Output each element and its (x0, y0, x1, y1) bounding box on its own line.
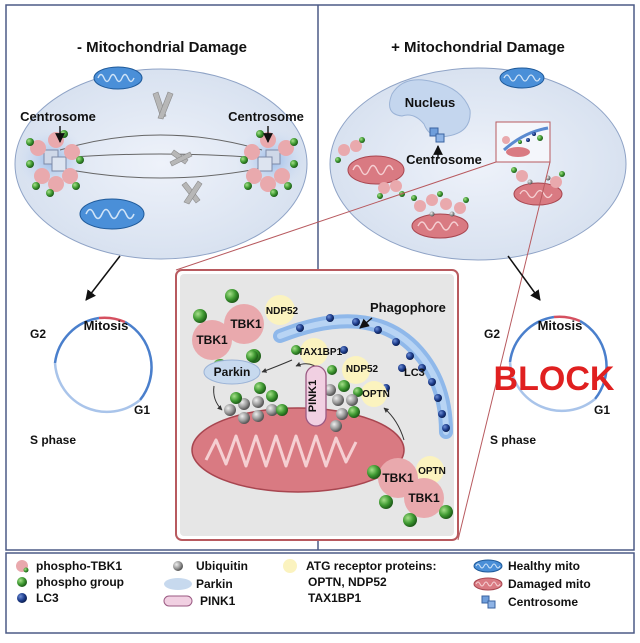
chromosomes (152, 91, 203, 205)
centrosome-label-right-cell: Centrosome (406, 152, 482, 167)
legend-pink1: PINK1 (200, 594, 236, 608)
s-phase-label-right: S phase (490, 433, 536, 447)
legend-atg-swatch (283, 559, 297, 573)
centrosome-label-right: Centrosome (228, 109, 304, 124)
pink1-label: PINK1 (307, 380, 319, 412)
tbk1-bottom: TBK1 TBK1 (367, 458, 453, 527)
g1-label-left: G1 (134, 403, 150, 417)
left-cell: Centrosome Centrosome (14, 66, 308, 260)
legend-parkin: Parkin (196, 577, 233, 591)
legend-pink1-swatch (163, 595, 193, 607)
block-label: BLOCK (494, 360, 615, 398)
optn-label-2: OPTN (418, 466, 446, 477)
healthy-mito-right (499, 67, 545, 89)
nucleus-label: Nucleus (405, 95, 456, 110)
legend-ubiquitin-swatch (173, 561, 183, 571)
cell-body (329, 67, 627, 261)
mitosis-label-left: Mitosis (84, 318, 129, 333)
tax1bp1-label: TAX1BP1 (298, 347, 343, 358)
legend-phospho-tbk1: phospho-TBK1 (36, 559, 122, 573)
zoom-line-right (457, 161, 551, 541)
legend-atg-line2: TAX1BP1 (308, 591, 361, 605)
ndp52-mid: NDP52 (327, 356, 379, 384)
right-cycle-arrow (507, 255, 541, 301)
legend-frame (5, 552, 635, 634)
legend-ubiquitin: Ubiquitin (196, 559, 248, 573)
legend-centrosome-swatch (481, 595, 496, 609)
left-cycle-arrow (85, 255, 121, 301)
legend: phospho-TBK1 phospho group LC3 Ubiquitin… (16, 559, 591, 609)
legend-phospho-group: phospho group (36, 575, 124, 589)
ubiquitin-chains (224, 380, 360, 432)
healthy-mito-left-2 (79, 198, 145, 230)
legend-damaged-mito: Damaged mito (508, 577, 591, 591)
parkin-phospho (246, 350, 258, 362)
legend-centrosome: Centrosome (508, 595, 578, 609)
tbk1-to-optn-arrow (383, 407, 405, 441)
inset: Phagophore LC3 TBK1 TBK1 NDP52 TAX1BP1 N… (175, 269, 459, 541)
optn-mid: OPTN (353, 381, 390, 407)
centrosome-small (429, 127, 445, 143)
parkin-to-ub-arrow (213, 385, 223, 411)
legend-parkin-swatch (164, 578, 192, 590)
tax1bp1-receptor: TAX1BP1 (291, 338, 343, 366)
legend-phospho-group-swatch (17, 577, 27, 587)
damaged-mito-2 (411, 191, 469, 239)
optn-bottom: OPTN (416, 456, 446, 484)
ndp52-label-1: NDP52 (266, 306, 299, 317)
s-phase-label-left: S phase (30, 433, 76, 447)
tbk1-label-2: TBK1 (230, 317, 262, 331)
tbk1-label-1: TBK1 (196, 333, 228, 347)
mitotic-spindle (59, 134, 263, 179)
zoom-box-content (502, 126, 549, 157)
right-cell: Nucleus Centrosome (329, 67, 627, 261)
tbk1-label-3: TBK1 (382, 471, 414, 485)
phagophore-label: Phagophore (370, 300, 446, 315)
legend-atg-title: ATG receptor proteins: (306, 559, 436, 573)
mitosis-label-right: Mitosis (538, 318, 583, 333)
legend-healthy-mito-swatch (473, 559, 503, 573)
optn-label-1: OPTN (362, 389, 390, 400)
lc3-label: LC3 (404, 367, 425, 379)
pink1 (305, 365, 327, 427)
g1-label-right: G1 (594, 403, 610, 417)
damaged-mito-3 (511, 167, 565, 206)
parkin (203, 359, 261, 385)
left-panel-title: - Mitochondrial Damage (77, 39, 247, 56)
legend-damaged-mito-swatch (473, 577, 503, 591)
parkin-label: Parkin (214, 365, 251, 379)
nucleus (389, 79, 471, 138)
damaged-mito-1 (335, 137, 405, 199)
pink1-to-parkin-arrow (261, 359, 293, 373)
healthy-mito-left-1 (93, 66, 143, 90)
g2-label-right: G2 (484, 327, 500, 341)
phagophore-arrow (359, 317, 373, 329)
ndp52-label-2: NDP52 (346, 364, 379, 375)
legend-lc3: LC3 (36, 591, 59, 605)
damaged-mito-inset (191, 407, 405, 493)
g2-label-left: G2 (30, 327, 46, 341)
legend-lc3-swatch (17, 593, 27, 603)
zoom-line-left (175, 161, 497, 271)
centrosome-label-left: Centrosome (20, 109, 96, 124)
right-panel-title: + Mitochondrial Damage (391, 39, 565, 56)
cell-cycle-right: Mitosis G2 G1 S phase BLOCK (484, 315, 615, 447)
legend-healthy-mito: Healthy mito (508, 559, 580, 573)
tbk1-label-4: TBK1 (408, 491, 440, 505)
ndp52-top: NDP52 (265, 295, 299, 325)
cell-cycle-left: Mitosis G2 G1 S phase (30, 316, 153, 447)
legend-atg-line1: OPTN, NDP52 (308, 575, 387, 589)
